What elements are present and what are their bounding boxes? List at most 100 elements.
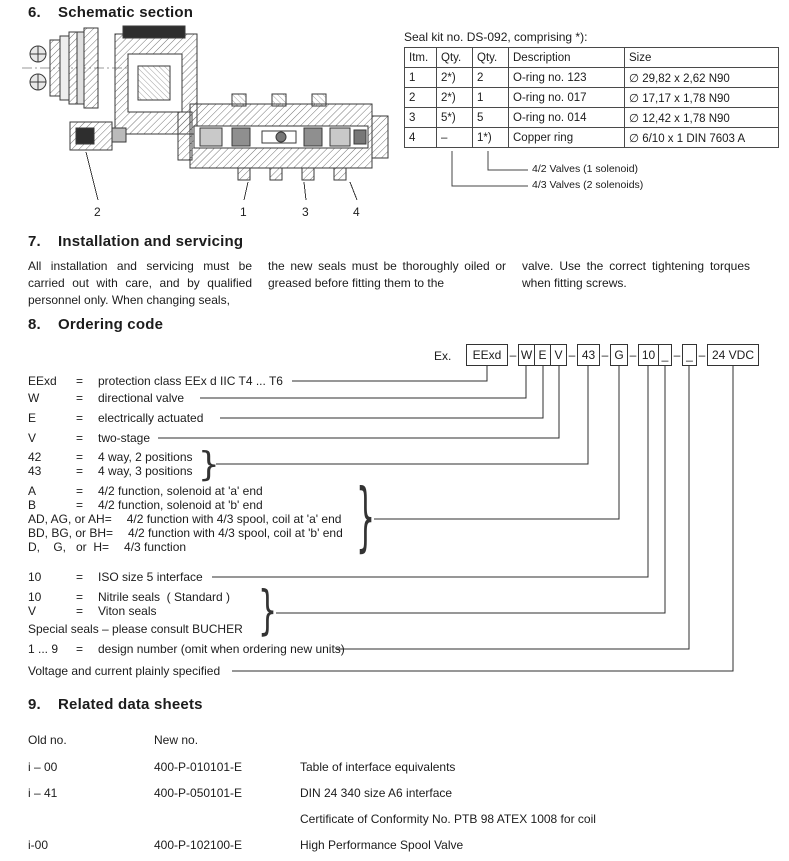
legend-text: 4/2 function with 4/3 spool, coil at 'b'… [128, 526, 343, 540]
equals-sign: = [76, 498, 84, 512]
footnote-43-valves: 4/3 Valves (2 solenoids) [532, 179, 644, 191]
section6-title: Schematic section [58, 4, 194, 21]
code-box-protection: EExd [466, 344, 508, 366]
equals-sign: = [76, 464, 84, 478]
data-sheet-list: Old no. New no. i – 00 400-P-010101-E Ta… [28, 726, 758, 858]
seal-kit-table: Itm. Qty. Qty. Description Size 1 2*) 2 … [404, 47, 779, 148]
equals-sign: = [76, 450, 84, 464]
text-column-3: valve. Use the correct tightening torque… [522, 259, 750, 290]
equals-sign: = [76, 374, 84, 388]
legend-row: D, G, or H=4/3 function [28, 540, 186, 555]
table-cell: – [436, 127, 473, 148]
equals-sign: = [76, 570, 84, 584]
legend-row: 42=4 way, 2 positions [28, 450, 193, 465]
equals-sign: = [76, 431, 84, 445]
legend-row: EExd = protection class EEx d IIC T4 ... T… [28, 374, 283, 389]
code-box-actuation: E [535, 344, 551, 366]
drawing-label-3: 3 [302, 205, 309, 219]
code-dash: – [568, 348, 576, 362]
code-box-stage: V [551, 344, 567, 366]
code-dash: – [673, 348, 681, 362]
section9-title: Related data sheets [58, 696, 203, 713]
legend-code: B [28, 498, 37, 512]
legend-text: 4/3 function [124, 540, 187, 554]
drawing-label-2: 2 [94, 205, 101, 219]
legend-row: 10=ISO size 5 interface [28, 570, 203, 585]
example-label: Ex. [434, 349, 452, 363]
legend-text: Nitrile seals ( Standard ) [98, 590, 231, 604]
data-sheet-header-row: Old no. New no. [28, 726, 758, 754]
footnote-connector-lines [451, 151, 528, 187]
section7-title: Installation and servicing [58, 233, 244, 250]
sheet-description: High Performance Spool Valve [300, 838, 464, 852]
drawing-label-4: 4 [353, 205, 360, 219]
section6-number: 6. [28, 4, 41, 21]
table-cell: 2*) [436, 67, 473, 88]
lamination-stack [49, 27, 99, 109]
text-column-2: the new seals must be thoroughly oiled o… [268, 259, 506, 290]
legend-text: design number (omit when ordering new un… [98, 642, 345, 656]
legend-text: 4/2 function, solenoid at 'a' end [98, 484, 263, 498]
table-cell: 1 [404, 67, 437, 88]
table-cell: O-ring no. 014 [508, 107, 625, 128]
section9-number: 9. [28, 696, 41, 713]
section9-heading: 9. Related data sheets [28, 696, 203, 713]
legend-row: Special seals – please consult BUCHER [28, 622, 243, 637]
table-cell: Copper ring [508, 127, 625, 148]
column-header: Size [624, 47, 779, 68]
code-box-valve-type: W [518, 344, 535, 366]
text-column-1: All installation and servicing must be c… [28, 259, 252, 307]
table-row: 1 2*) 2 O-ring no. 123 ∅ 29,82 x 2,62 N9… [404, 67, 779, 88]
equals-sign: = [76, 411, 84, 425]
ordering-code-section: 8. Ordering code Ex. EExd – W E V [0, 310, 789, 692]
section8-heading: 8. Ordering code [28, 316, 163, 333]
legend-code: V [28, 604, 37, 618]
legend-text: Special seals – please consult BUCHER [28, 622, 243, 636]
equals-sign: = [76, 484, 84, 498]
legend-code: W [28, 391, 40, 405]
legend-code: 43 [28, 464, 42, 478]
code-dash: – [698, 348, 706, 362]
legend-row: V=Viton seals [28, 604, 156, 619]
code-dash: – [629, 348, 637, 362]
old-number: i-00 [28, 838, 49, 852]
installation-text-columns: All installation and servicing must be c… [28, 258, 762, 309]
table-cell: 1*) [472, 127, 509, 148]
code-dash: – [601, 348, 609, 362]
table-cell: 2 [404, 87, 437, 108]
legend-text: directional valve [98, 391, 185, 405]
legend-row: 1 ... 9=design number (omit when orderin… [28, 642, 345, 657]
section8-number: 8. [28, 316, 41, 333]
data-sheet-row: i – 41 400-P-050101-E DIN 24 340 size A6… [28, 780, 758, 806]
legend-code: AD, AG, or AH [28, 512, 105, 526]
table-cell: 2*) [436, 87, 473, 108]
legend-text: ISO size 5 interface [98, 570, 203, 584]
column-header: Description [508, 47, 625, 68]
legend-row: E=electrically actuated [28, 411, 203, 426]
data-sheet-row: Certificate of Conformity No. PTB 98 ATE… [28, 806, 758, 832]
table-cell: 5 [472, 107, 509, 128]
section8-title: Ordering code [58, 316, 164, 333]
legend-row: B=4/2 function, solenoid at 'b' end [28, 498, 263, 513]
brace-positions: } [198, 445, 220, 485]
manual-override-knob [69, 121, 127, 151]
section7-heading: 7. Installation and servicing [28, 233, 243, 250]
code-box-design-number: _ [682, 344, 697, 366]
legend-text: protection class EEx d IIC T4 ... T6 [98, 374, 283, 388]
seal-kit-footnotes: 4/2 Valves (1 solenoid) 4/3 Valves (2 so… [404, 150, 782, 200]
table-cell: 2 [472, 67, 509, 88]
code-dash: – [509, 348, 517, 362]
column-header: Qty. [472, 47, 509, 68]
legend-code: D, G, or H [28, 540, 103, 554]
legend-code: A [28, 484, 37, 498]
legend-text: 4 way, 2 positions [98, 450, 193, 464]
legend-code: 10 [28, 590, 42, 604]
flange-bolts [29, 45, 47, 91]
legend-code: EExd [28, 374, 57, 388]
new-number: 400-P-102100-E [154, 838, 243, 852]
column-header-old-no: Old no. [28, 733, 67, 747]
legend-row: BD, BG, or BH=4/2 function with 4/3 spoo… [28, 526, 343, 541]
table-cell: O-ring no. 123 [508, 67, 625, 88]
table-cell: O-ring no. 017 [508, 87, 625, 108]
